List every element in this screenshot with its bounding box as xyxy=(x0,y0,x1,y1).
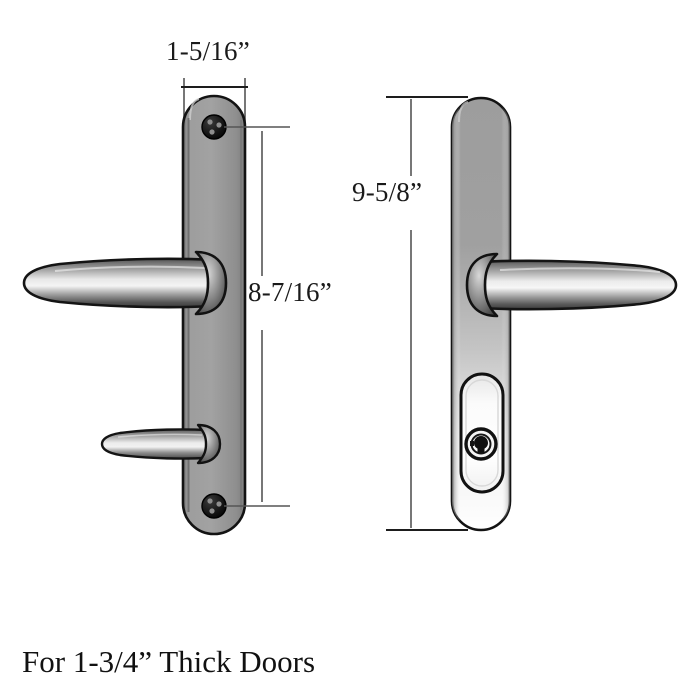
lever-bar[interactable] xyxy=(22,257,214,309)
keyway-slot xyxy=(474,436,488,453)
plate-top-highlight xyxy=(458,101,469,123)
plate-body xyxy=(181,94,247,536)
dimension-label-plate-width: 1-5/16” xyxy=(166,36,250,66)
left-trim-assembly xyxy=(22,78,290,536)
lever-hub xyxy=(194,250,228,316)
lever-top-highlight xyxy=(499,267,661,273)
screw-head xyxy=(201,114,227,140)
plate-top-highlight xyxy=(189,98,200,121)
keyway-notch xyxy=(470,441,474,446)
dimension-label-screw-spacing: 8-7/16” xyxy=(248,277,332,307)
screw-detail-dot xyxy=(207,498,213,504)
thumbturn-highlight xyxy=(117,433,203,438)
keyhole-icon[interactable] xyxy=(464,427,498,461)
left-escutcheon-plate xyxy=(181,94,247,536)
cylinder-inner-highlight xyxy=(465,379,499,487)
lever-bar[interactable] xyxy=(479,259,678,311)
thumbturn-lever[interactable] xyxy=(100,423,222,465)
dimension-plate-height xyxy=(386,96,468,531)
bottom-screw xyxy=(201,493,227,519)
dimension-label-plate-height: 9-5/8” xyxy=(352,177,423,207)
screw-detail-dot xyxy=(207,119,213,125)
screw-detail-dot xyxy=(209,508,215,514)
right-trim-assembly xyxy=(386,96,678,532)
left-lever-handle[interactable] xyxy=(22,250,228,316)
right-lever-handle[interactable] xyxy=(465,252,678,318)
lever-top-highlight xyxy=(54,265,206,272)
top-screw xyxy=(201,114,227,140)
thumbturn-hub xyxy=(196,423,222,465)
screw-detail-dot xyxy=(216,122,222,128)
screw-detail-dot xyxy=(209,129,215,135)
caption-text: For 1-3/4” Thick Doors xyxy=(22,644,316,679)
screw-detail-dot xyxy=(216,501,222,507)
dimension-screw-spacing xyxy=(224,126,290,507)
screw-head xyxy=(201,493,227,519)
lever-hub xyxy=(465,252,499,318)
